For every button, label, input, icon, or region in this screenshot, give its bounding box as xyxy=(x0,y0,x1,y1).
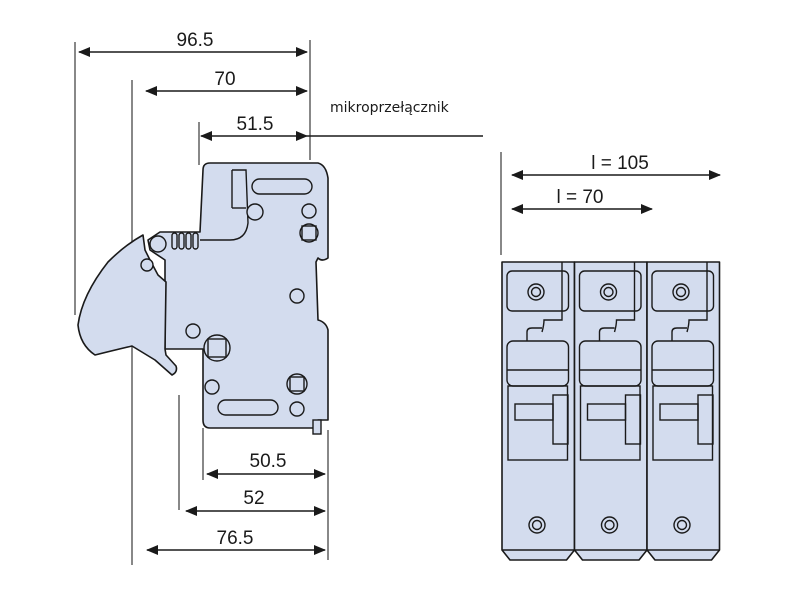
handle-hinge xyxy=(149,235,167,253)
dimension-label-96-5: 96.5 xyxy=(177,30,214,51)
grip-ribs xyxy=(171,232,199,250)
terminal-screw-inner xyxy=(603,286,614,298)
square-boss-top xyxy=(299,223,319,243)
terminal-screw-bottom-outer xyxy=(600,516,619,534)
slot-bottom xyxy=(217,399,279,416)
terminal-screw-bottom-inner xyxy=(531,519,543,531)
latch xyxy=(526,327,542,342)
contact-channel xyxy=(200,169,249,241)
dimension-label-76-5: 76.5 xyxy=(217,528,254,549)
fuse-carrier-handle xyxy=(651,340,715,387)
fuse-holder-body-side xyxy=(147,162,329,429)
rail-clip-foot xyxy=(312,419,322,435)
terminal-screw-bottom-inner xyxy=(604,519,615,531)
terminal-screw-bottom-outer xyxy=(528,516,546,534)
terminal-screw-outer xyxy=(527,283,545,301)
dimension-label-51-5: 51.5 xyxy=(237,114,274,135)
indicator-block xyxy=(697,394,714,445)
pole-module xyxy=(646,261,721,561)
pole-module xyxy=(501,261,576,561)
contact-path xyxy=(686,262,708,333)
indicator-block xyxy=(624,394,642,445)
slot-top xyxy=(251,178,313,195)
terminal-screw-inner xyxy=(675,286,687,298)
terminal-screw-inner xyxy=(530,286,542,298)
hole xyxy=(301,203,317,219)
hole xyxy=(204,379,220,395)
latch xyxy=(671,327,687,342)
handle-lever xyxy=(77,234,178,376)
side-view: 96.5 70 51.5 mikroprzełącznik xyxy=(74,30,483,565)
contact-path xyxy=(541,262,563,333)
terminal-screw-bottom-outer xyxy=(673,516,691,534)
terminal-cover-top xyxy=(578,270,642,312)
dimension-label-l-70: l = 70 xyxy=(556,187,603,208)
dimension-label-70: 70 xyxy=(214,69,235,90)
callout-label-microswitch: mikroprzełącznik xyxy=(330,100,450,116)
latch xyxy=(598,327,615,342)
hole xyxy=(246,203,264,221)
terminal-cover-top xyxy=(506,270,570,312)
fuse-carrier-handle xyxy=(506,340,570,387)
terminal-screw-outer xyxy=(672,283,690,301)
dimension-label-52: 52 xyxy=(243,488,264,509)
fuse-carrier-handle xyxy=(578,340,642,387)
pivot-pin xyxy=(140,258,154,272)
dimension-label-50-5: 50.5 xyxy=(250,451,287,472)
pole-module xyxy=(573,261,648,561)
square-boss-middle xyxy=(203,334,231,362)
contact-path xyxy=(613,262,636,333)
indicator-block xyxy=(552,394,569,445)
terminal-screw-bottom-inner xyxy=(676,519,688,531)
hole xyxy=(289,401,305,417)
terminal-screw-outer xyxy=(599,283,618,301)
hole xyxy=(289,288,305,304)
hole xyxy=(185,323,201,339)
poles-group xyxy=(501,261,721,561)
square-boss-bottom xyxy=(286,373,308,395)
front-view: l = 105 l = 70 xyxy=(500,152,721,561)
dimension-label-l-105: l = 105 xyxy=(591,153,649,174)
terminal-cover-top xyxy=(651,270,715,312)
